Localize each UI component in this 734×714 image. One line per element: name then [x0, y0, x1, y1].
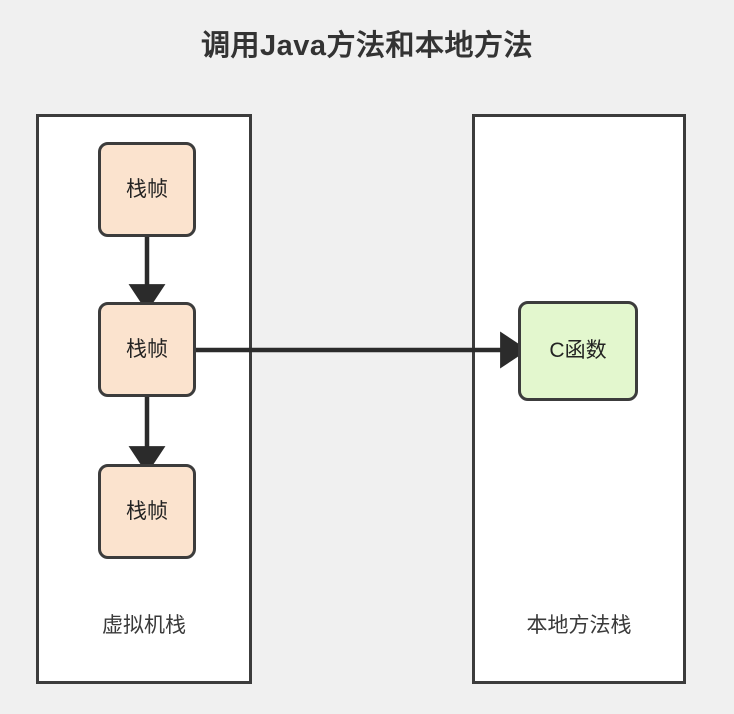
stack-frame-node-3[interactable]: 栈帧	[98, 464, 196, 559]
native-stack-caption: 本地方法栈	[526, 614, 632, 637]
stack-frame-label-3: 栈帧	[126, 499, 168, 523]
c-function-node[interactable]: C函数	[518, 301, 638, 401]
c-function-label: C函数	[549, 339, 607, 362]
stack-frame-node-1[interactable]: 栈帧	[98, 142, 196, 237]
stack-frame-label-1: 栈帧	[126, 177, 168, 201]
vm-stack-caption: 虚拟机栈	[102, 614, 186, 637]
page-title: 调用Java方法和本地方法	[200, 30, 533, 62]
stack-frame-node-2[interactable]: 栈帧	[98, 302, 196, 397]
native-stack-container: 本地方法栈	[472, 114, 686, 684]
stack-frame-label-2: 栈帧	[126, 337, 168, 361]
